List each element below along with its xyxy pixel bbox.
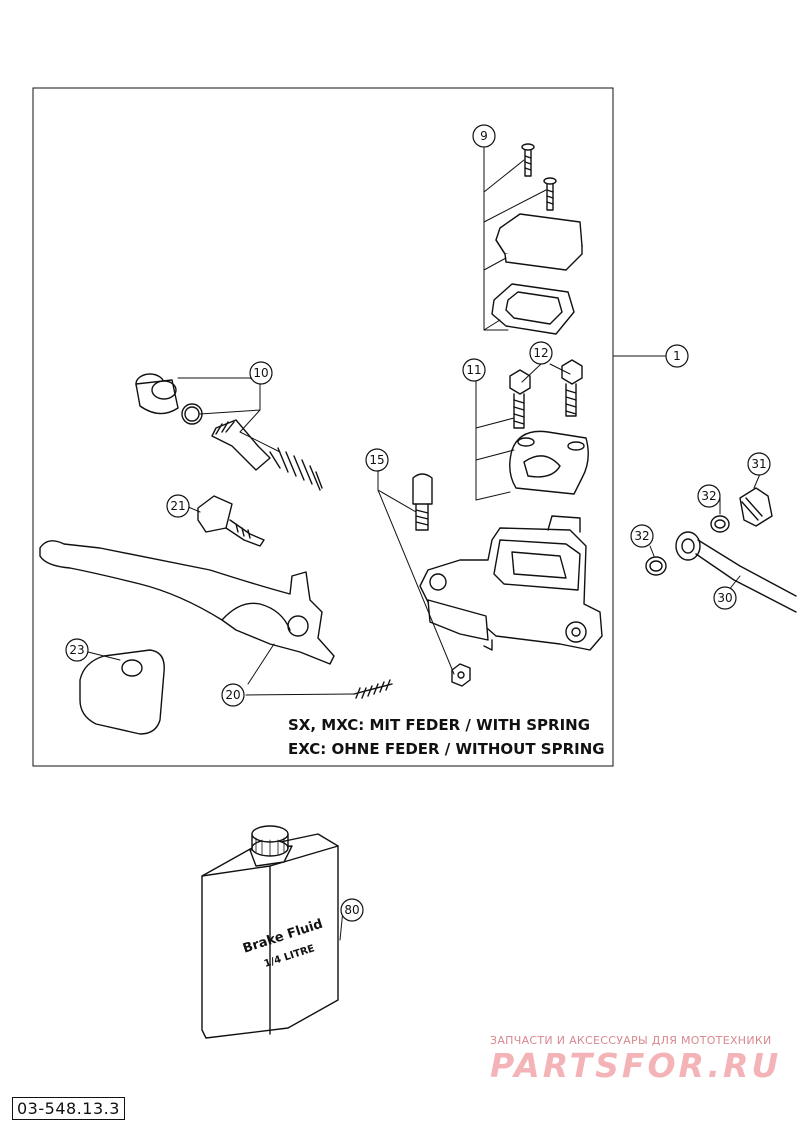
leader-lines bbox=[87, 147, 761, 941]
callout-80: 80 bbox=[344, 903, 359, 917]
part-washer-32b bbox=[645, 556, 667, 576]
part-adjuster-screw bbox=[197, 495, 265, 547]
part-piston-cup bbox=[135, 373, 179, 415]
part-brake-lever bbox=[39, 540, 335, 665]
callout-32-upper: 32 bbox=[701, 489, 716, 503]
callout-11: 11 bbox=[466, 363, 481, 377]
part-clamp-bolt-left bbox=[509, 369, 531, 429]
callout-12: 12 bbox=[533, 346, 548, 360]
callout-30: 30 bbox=[717, 591, 732, 605]
watermark-brand: PARTSFOR.RU bbox=[490, 1046, 782, 1085]
callout-1: 1 bbox=[673, 349, 681, 363]
callout-21: 21 bbox=[170, 499, 185, 513]
part-brake-hose bbox=[675, 531, 797, 613]
callout-32-lower: 32 bbox=[634, 529, 649, 543]
callout-15: 15 bbox=[369, 453, 384, 467]
part-return-spring bbox=[269, 447, 323, 491]
spring-note-line1: SX, MXC: MIT FEDER / WITH SPRING bbox=[288, 716, 591, 734]
document-id: 03-548.13.3 bbox=[12, 1097, 125, 1120]
watermark-subtitle: ЗАПЧАСТИ И АКСЕССУАРЫ ДЛЯ МОТОТЕХНИКИ bbox=[490, 1034, 772, 1047]
part-pivot-bolt bbox=[412, 473, 433, 531]
part-clamp-bolt-right bbox=[561, 359, 583, 417]
part-piston bbox=[211, 419, 271, 471]
part-circlip bbox=[181, 403, 203, 425]
part-screw-9b bbox=[543, 177, 557, 211]
part-reservoir-gasket bbox=[491, 283, 575, 335]
callout-9: 9 bbox=[480, 129, 488, 143]
part-lever-spring bbox=[353, 679, 393, 699]
part-washer-32a bbox=[710, 515, 730, 533]
part-clamp-half bbox=[509, 430, 589, 495]
part-screw-9a bbox=[521, 143, 535, 177]
part-protector-cap bbox=[79, 649, 165, 735]
spring-note-line2: EXC: OHNE FEDER / WITHOUT SPRING bbox=[288, 740, 605, 758]
callout-20: 20 bbox=[225, 688, 240, 702]
diagram-frame bbox=[32, 87, 614, 767]
callout-31: 31 bbox=[751, 457, 766, 471]
part-banjo-bolt bbox=[739, 487, 773, 527]
part-master-cylinder-body bbox=[419, 515, 603, 651]
part-reservoir-cover bbox=[495, 213, 583, 271]
callout-10: 10 bbox=[253, 366, 268, 380]
brake-fluid-can bbox=[201, 825, 339, 1039]
part-pivot-nut bbox=[451, 663, 471, 687]
callout-23: 23 bbox=[69, 643, 84, 657]
